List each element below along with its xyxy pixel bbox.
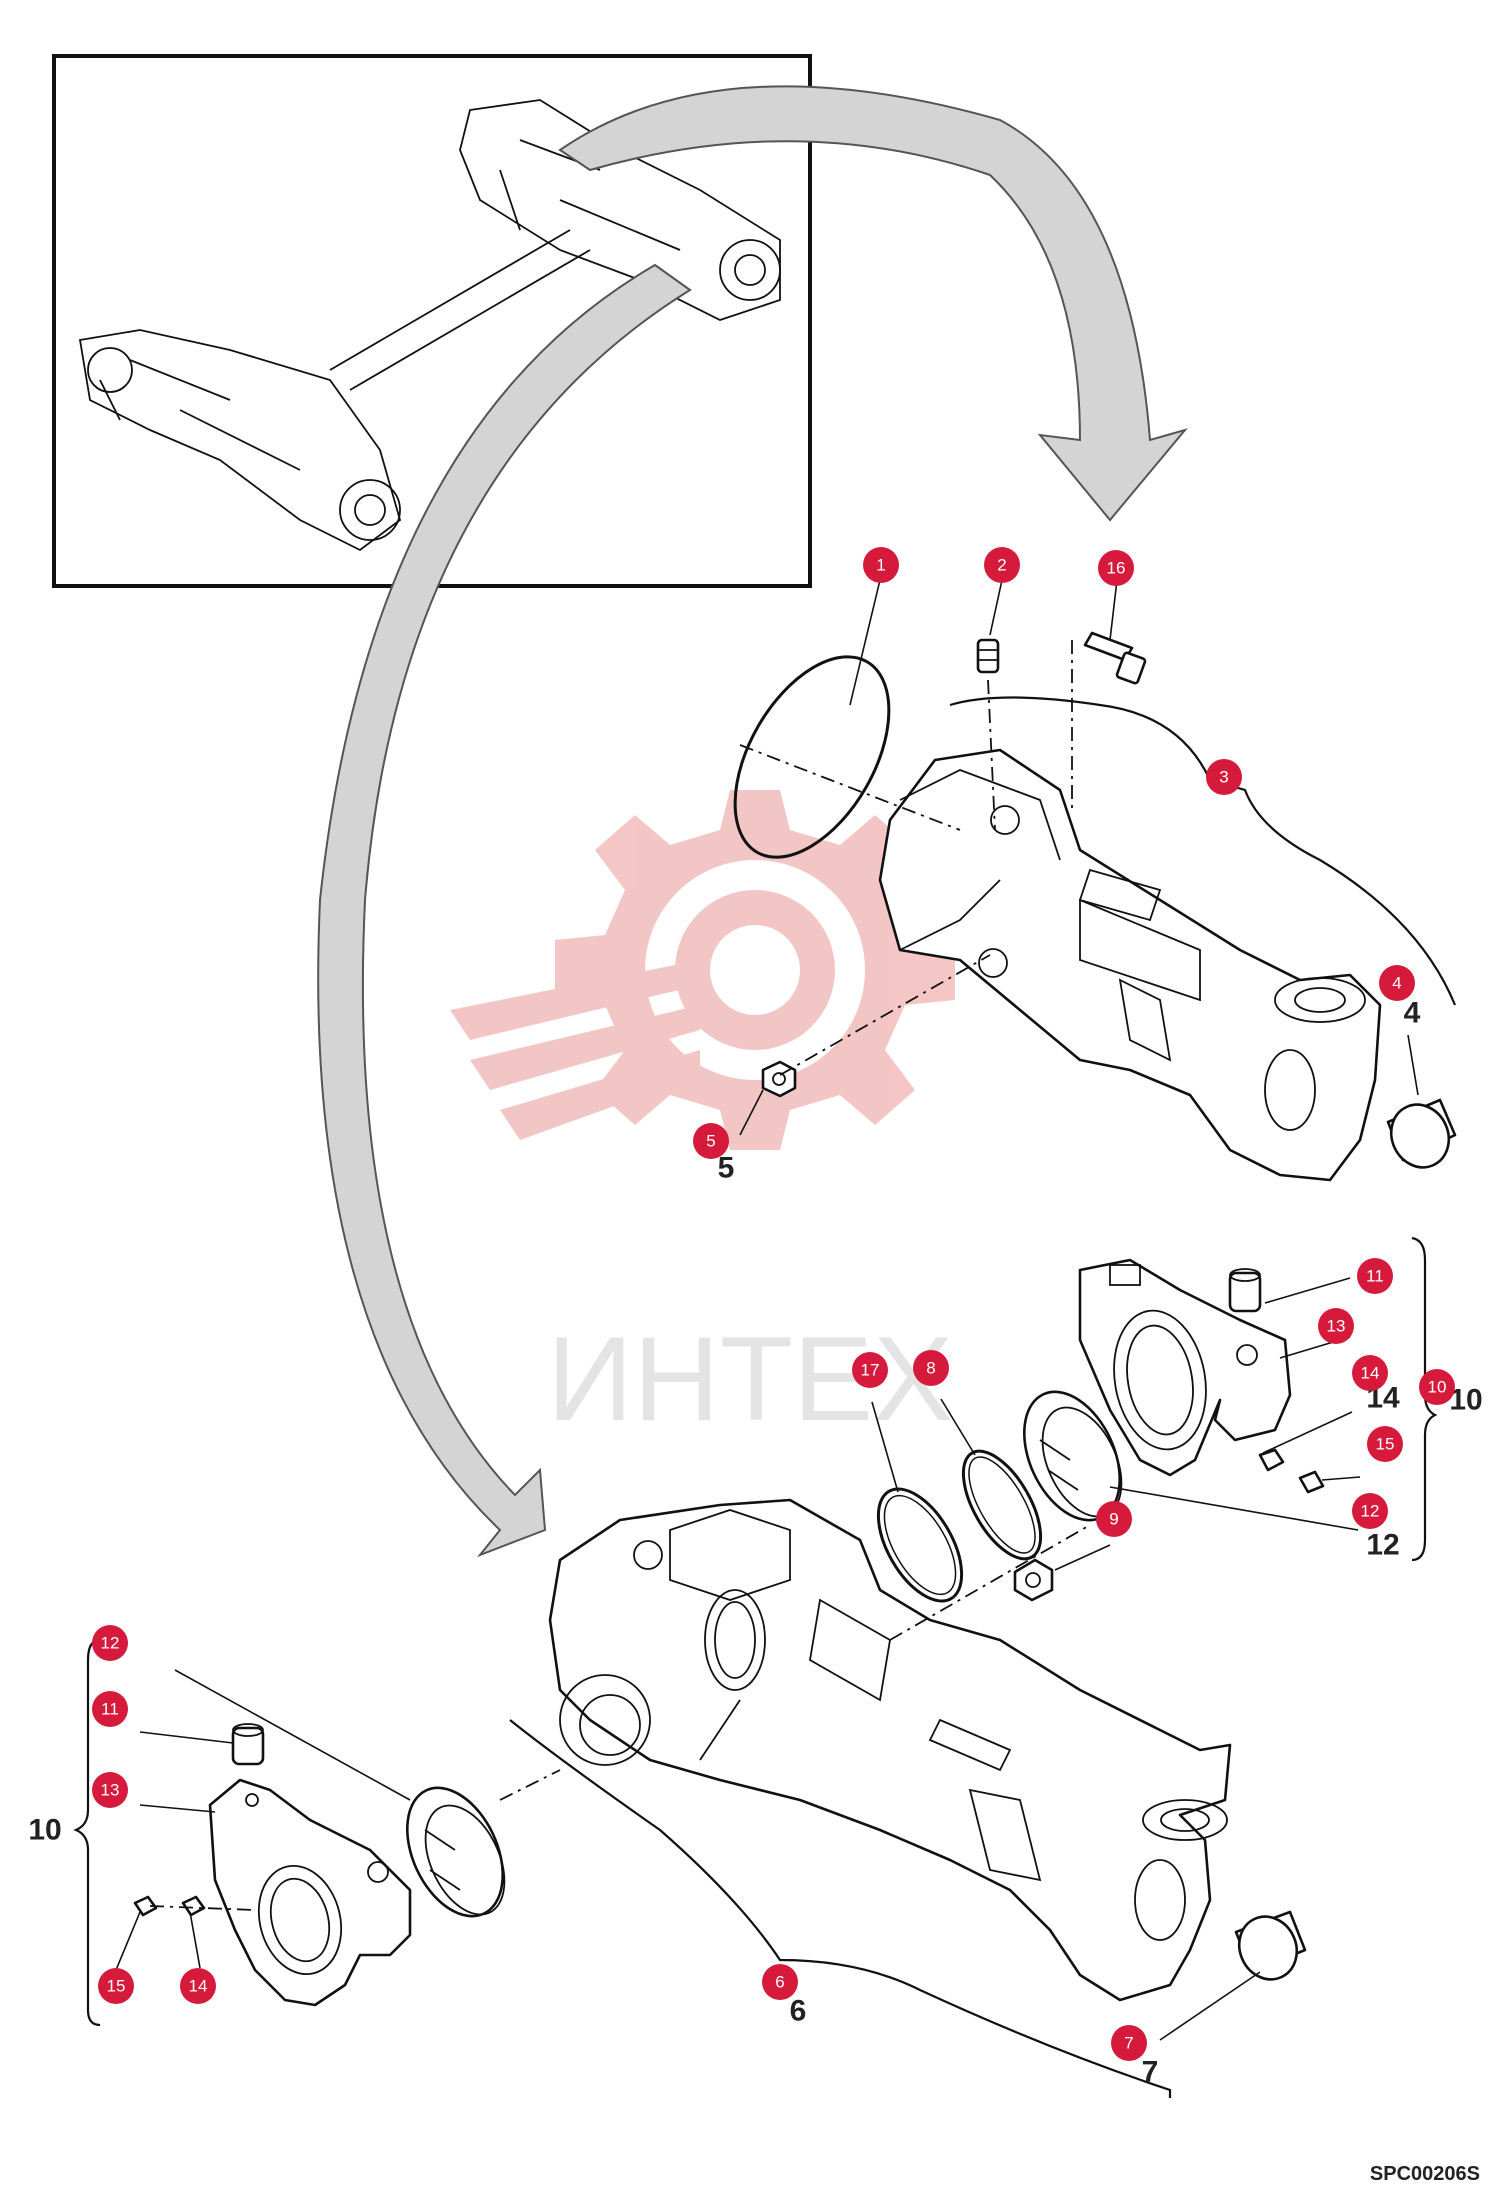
callout-13-left[interactable]: 13 <box>92 1772 128 1808</box>
seal-ring-inner <box>883 1494 957 1596</box>
seal-ring <box>876 1487 964 1603</box>
part-label-4: 4 <box>1404 997 1421 1030</box>
svg-text:2: 2 <box>997 556 1006 575</box>
callout-2[interactable]: 2 <box>984 547 1020 583</box>
pivot-bracket-right <box>1078 1258 1292 1477</box>
leader-lines <box>115 579 1419 2041</box>
svg-text:12: 12 <box>101 1634 120 1653</box>
part-label-10-left: 10 <box>28 1814 61 1847</box>
svg-text:8: 8 <box>926 1359 935 1378</box>
callout-17[interactable]: 17 <box>852 1352 888 1388</box>
callout-8[interactable]: 8 <box>913 1350 949 1386</box>
callout-15-left[interactable]: 15 <box>98 1968 134 2004</box>
centerline-left <box>149 1905 256 1911</box>
curved-arrow-right <box>558 85 1188 522</box>
part-label-5: 5 <box>718 1152 735 1185</box>
pivot-bushing-left <box>406 1786 506 1918</box>
callout-12-right[interactable]: 12 <box>1352 1493 1388 1529</box>
centerline-5 <box>779 954 991 1076</box>
centerline-1 <box>739 744 961 831</box>
svg-text:7: 7 <box>1124 2034 1133 2053</box>
svg-text:10: 10 <box>1428 1378 1447 1397</box>
bracket-10-right <box>1411 1236 1438 1562</box>
svg-text:15: 15 <box>1376 1435 1395 1454</box>
pivot-pin <box>1228 1268 1262 1313</box>
svg-text:14: 14 <box>1361 1364 1380 1383</box>
callout-14-left[interactable]: 14 <box>180 1968 216 2004</box>
part-label-6: 6 <box>790 1995 807 2028</box>
centerline-lower-1 <box>889 1524 1091 1641</box>
callout-3[interactable]: 3 <box>1206 759 1242 795</box>
callout-10-right[interactable]: 10 <box>1419 1369 1455 1405</box>
svg-text:1: 1 <box>876 556 885 575</box>
axle-housing-lower <box>548 1498 1232 2002</box>
svg-text:14: 14 <box>189 1977 208 1996</box>
bracket-10-left <box>73 1638 101 2027</box>
snap-ring <box>961 1449 1043 1561</box>
o-ring <box>733 655 891 859</box>
curved-arrow-down <box>317 263 692 1558</box>
axle-housing-upper <box>878 748 1382 1182</box>
callout-4[interactable]: 4 <box>1379 965 1415 1001</box>
svg-text:17: 17 <box>861 1361 880 1380</box>
callout-11-left[interactable]: 11 <box>92 1691 128 1727</box>
svg-text:5: 5 <box>706 1132 715 1151</box>
bolt <box>1083 631 1147 685</box>
bushing <box>1386 1098 1457 1169</box>
callout-14-right[interactable]: 14 <box>1352 1355 1388 1391</box>
svg-text:9: 9 <box>1109 1510 1118 1529</box>
svg-text:11: 11 <box>1366 1267 1384 1286</box>
watermark-text: ИНТЕХ <box>547 1312 953 1446</box>
grease-fitting <box>1258 1448 1325 1494</box>
part-label-7: 7 <box>1142 2056 1159 2089</box>
callout-11-right[interactable]: 11 <box>1357 1258 1393 1294</box>
grease-fitting-left <box>133 1895 206 1917</box>
part-number-labels: 4 5 14 10 12 10 6 7 <box>28 997 1482 2089</box>
svg-text:16: 16 <box>1107 559 1126 578</box>
callout-13-right[interactable]: 13 <box>1318 1308 1354 1344</box>
fitting-nut <box>1013 1558 1054 1602</box>
bushing-lower <box>1234 1910 1307 1981</box>
callout-12-left[interactable]: 12 <box>92 1625 128 1661</box>
callout-9[interactable]: 9 <box>1096 1501 1132 1537</box>
svg-text:13: 13 <box>101 1781 120 1800</box>
diagram-code: SPC00206S <box>1369 2163 1480 2185</box>
pivot-pin-left <box>231 1723 265 1766</box>
svg-text:11: 11 <box>101 1700 119 1719</box>
centerline-2 <box>987 679 996 831</box>
pivot-bracket-left <box>208 1778 412 2007</box>
axle-overview-sketch <box>78 99 781 552</box>
centerline-lower-2 <box>499 1769 561 1801</box>
callout-7[interactable]: 7 <box>1111 2025 1147 2061</box>
svg-text:4: 4 <box>1392 974 1401 993</box>
svg-text:6: 6 <box>775 1973 784 1992</box>
callout-6[interactable]: 6 <box>762 1964 798 2000</box>
callouts: 1 2 16 3 4 5 11 13 14 10 15 12 17 8 9 12… <box>92 547 1455 2061</box>
callout-16[interactable]: 16 <box>1098 550 1134 586</box>
callout-1[interactable]: 1 <box>863 547 899 583</box>
bracket-6 <box>509 1719 1172 2098</box>
breather-plug <box>976 638 1000 674</box>
callout-5[interactable]: 5 <box>693 1123 729 1159</box>
callout-15-right[interactable]: 15 <box>1367 1426 1403 1462</box>
watermark-logo: ИНТЕХ <box>450 790 955 1446</box>
part-label-12: 12 <box>1366 1529 1399 1562</box>
svg-text:12: 12 <box>1361 1502 1380 1521</box>
drain-nut <box>761 1060 797 1098</box>
svg-text:3: 3 <box>1219 768 1228 787</box>
svg-text:13: 13 <box>1327 1317 1346 1336</box>
svg-text:15: 15 <box>107 1977 126 1996</box>
snap-ring-inner <box>968 1456 1036 1554</box>
